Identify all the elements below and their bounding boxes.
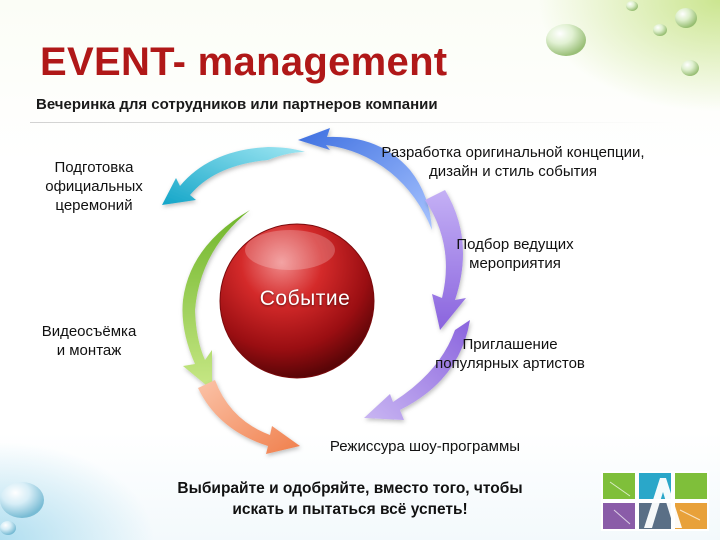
- footer-slogan: Выбирайте и одобряйте, вместо того, чтоб…: [130, 478, 570, 520]
- step-label-ceremonies: Подготовка официальных церемоний: [32, 158, 156, 215]
- water-drop-icon: [0, 482, 44, 518]
- step-line: дизайн и стиль события: [429, 163, 597, 180]
- arrow-orange: [198, 380, 300, 454]
- water-drop-icon: [675, 8, 697, 28]
- arrow-green: [182, 210, 250, 390]
- step-line: Подготовка: [54, 159, 134, 176]
- arrow-blue: [298, 128, 432, 230]
- footer-line: искать и пытаться всё успеть!: [232, 501, 468, 518]
- step-label-directing: Режиссура шоу-программы: [305, 437, 545, 456]
- logo-mark-icon: [601, 471, 709, 531]
- arrow-cyan: [162, 147, 305, 205]
- step-line: официальных: [45, 178, 143, 195]
- step-line: и монтаж: [56, 342, 122, 359]
- center-sphere: [219, 223, 375, 379]
- page-title: EVENT- management: [40, 40, 448, 84]
- center-label: Событие: [259, 287, 351, 310]
- water-drop-icon: [626, 1, 638, 11]
- water-drop-icon: [0, 521, 16, 535]
- step-line: мероприятия: [469, 255, 561, 272]
- step-label-hosts: Подбор ведущих мероприятия: [440, 235, 590, 273]
- water-drop-icon: [653, 24, 667, 36]
- header-divider: [30, 122, 680, 123]
- step-line: Видеосъёмка: [41, 323, 137, 340]
- subtitle: Вечеринка для сотрудников или партнеров …: [36, 96, 438, 113]
- step-line: Разработка оригинальной концепции,: [381, 144, 645, 161]
- step-line: Подбор ведущих: [456, 236, 574, 253]
- step-label-artists: Приглашение популярных артистов: [415, 335, 605, 373]
- step-line: церемоний: [55, 197, 133, 214]
- water-drop-icon: [681, 60, 699, 76]
- water-drop-icon: [546, 24, 586, 56]
- arrow-purple: [425, 190, 466, 330]
- step-label-concept: Разработка оригинальной концепции, дизай…: [348, 143, 678, 181]
- step-line: популярных артистов: [435, 355, 585, 372]
- sphere-highlight: [245, 230, 335, 270]
- step-line: Приглашение: [462, 336, 558, 353]
- arrow-purple-lower: [364, 320, 470, 420]
- footer-line: Выбирайте и одобряйте, вместо того, чтоб…: [177, 480, 523, 497]
- step-line: Режиссура шоу-программы: [329, 438, 521, 455]
- step-label-video: Видеосъёмка и монтаж: [30, 322, 148, 360]
